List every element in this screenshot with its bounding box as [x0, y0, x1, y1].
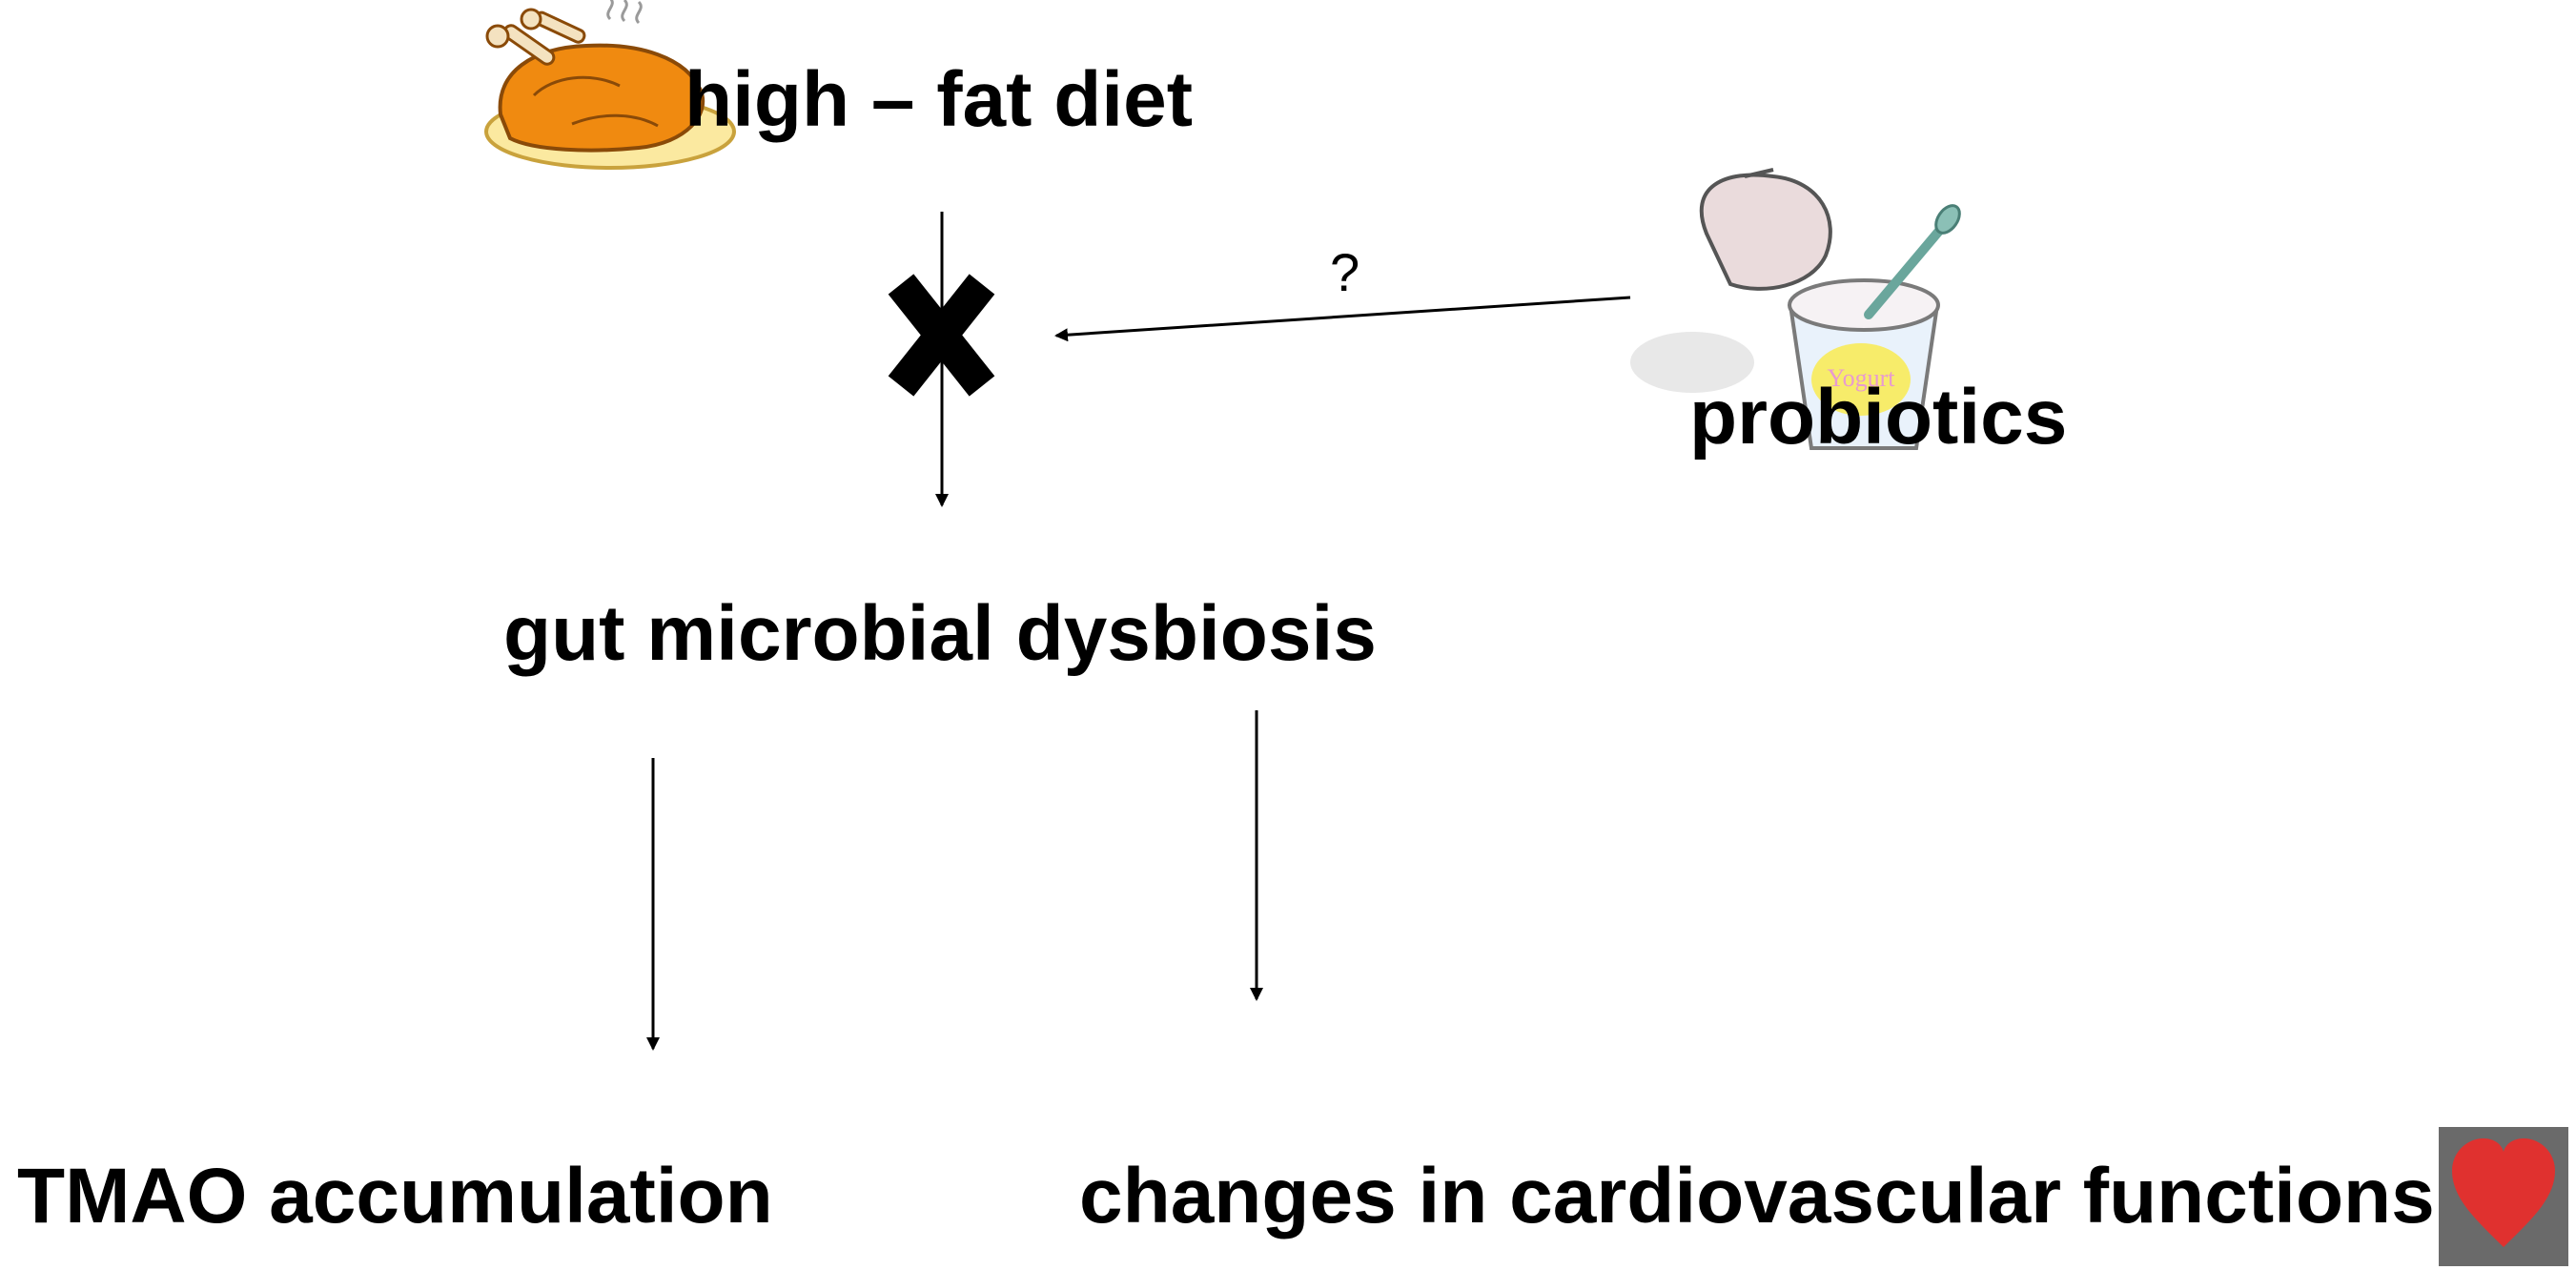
cross-mark-icon — [888, 274, 995, 397]
arrow-probiotics-to-block — [1054, 296, 1631, 342]
diet-label: high – fat diet — [685, 56, 1193, 143]
yogurt-cup-icon: Yogurt — [1630, 168, 1961, 450]
question-mark: ? — [1330, 242, 1360, 302]
yogurt-cup-label: Yogurt — [1827, 364, 1895, 392]
cardio-label: changes in cardiovascular functions — [1079, 1153, 2435, 1239]
tmao-label: TMAO accumulation — [17, 1153, 773, 1239]
roast-chicken-icon — [484, 0, 736, 170]
probiotics-label: probiotics — [1689, 374, 2067, 461]
dysbiosis-label: gut microbial dysbiosis — [503, 590, 1377, 677]
heart-icon — [2439, 1127, 2568, 1266]
